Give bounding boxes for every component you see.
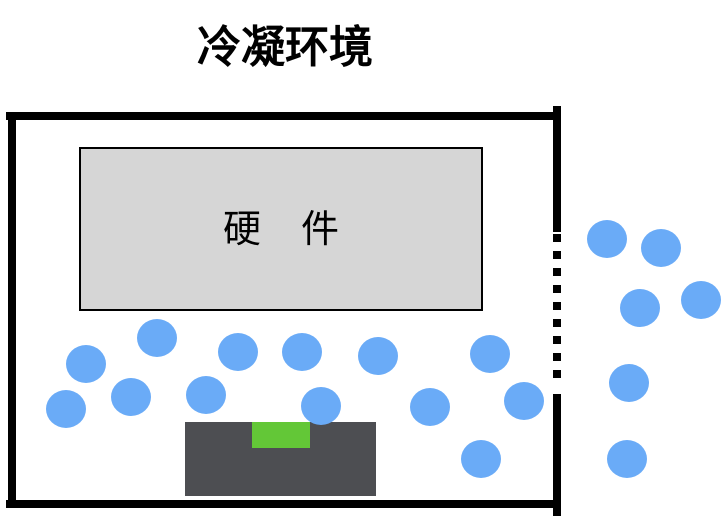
vapor-particle (587, 220, 627, 258)
vapor-particle (186, 376, 226, 414)
diagram-title: 冷凝环境 (197, 22, 373, 73)
vapor-particle (301, 387, 341, 425)
hardware-block: 硬 件 (79, 147, 483, 311)
particles-outside (587, 220, 721, 478)
vapor-particle (66, 345, 106, 383)
enclosure (6, 106, 561, 516)
vapor-particle (111, 378, 151, 416)
heater-indicator (252, 422, 310, 448)
hardware-label: 硬 件 (223, 207, 353, 251)
hardware-box (79, 147, 483, 311)
vapor-particle (470, 335, 510, 373)
vapor-particle (282, 333, 322, 371)
vapor-particle (504, 382, 544, 420)
particles-inside (46, 319, 544, 478)
vapor-particle (681, 281, 721, 319)
heater-unit (185, 422, 376, 496)
vapor-particle (218, 333, 258, 371)
vapor-particle (137, 319, 177, 357)
vapor-particle (358, 337, 398, 375)
vapor-particle (410, 388, 450, 426)
vapor-particle (641, 229, 681, 267)
vapor-particle (609, 364, 649, 402)
vapor-particle (46, 390, 86, 428)
vapor-particle (607, 440, 647, 478)
vapor-particle (461, 440, 501, 478)
vapor-particle (620, 289, 660, 327)
